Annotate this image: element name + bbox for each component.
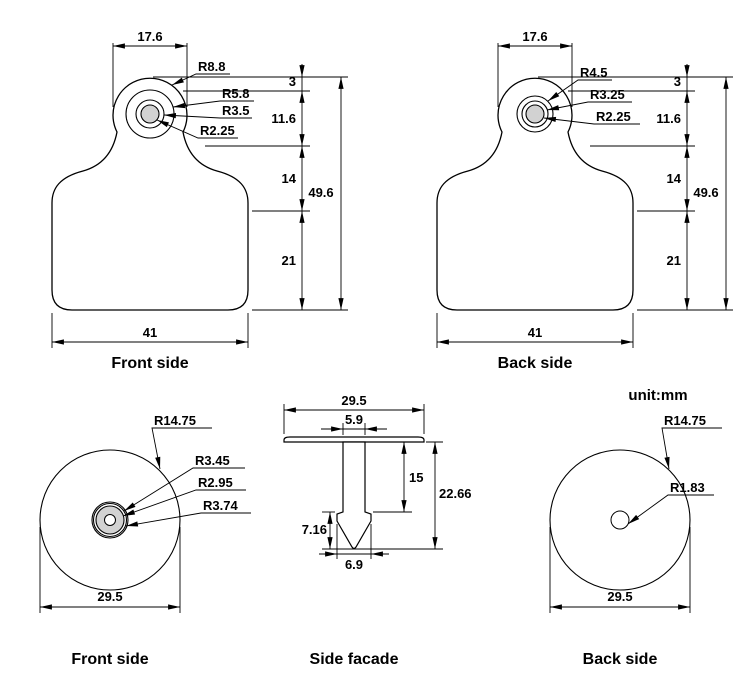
leader-r8-8 — [171, 73, 230, 86]
leader-r2-25 — [543, 116, 640, 125]
back-button-center-hole — [610, 510, 630, 530]
dim-label-seg-3: 3 — [289, 74, 296, 89]
radius-label-r2-25: R2.25 — [200, 123, 235, 138]
leader-r4-5 — [547, 79, 612, 102]
dim-label-tip-width: 6.9 — [345, 557, 363, 572]
leader-r2-95 — [122, 489, 246, 517]
dim-label-width: 29.5 — [97, 589, 122, 604]
leader-r3-45 — [123, 467, 245, 512]
front-tag-circle-r2-25 — [140, 104, 160, 124]
dim-label-bottom-width: 41 — [143, 325, 157, 340]
caption-front-tag: Front side — [111, 355, 188, 372]
radius-label-r8-8: R8.8 — [198, 59, 225, 74]
dim-label-stem-length: 15 — [409, 470, 423, 485]
caption-front-button: Front side — [71, 651, 148, 668]
back-tag-circle-r3-25 — [521, 100, 549, 128]
dim-label-total-height: 49.6 — [693, 185, 718, 200]
caption-back-tag: Back side — [498, 355, 573, 372]
pin-cap-outline — [283, 436, 425, 443]
back-tag-circle-r4-5 — [516, 95, 554, 133]
radius-label-r1-83: R1.83 — [670, 480, 705, 495]
radius-label-r3-45: R3.45 — [195, 453, 230, 468]
figure-back-tag: 17.6 3 11.6 14 21 49.6 41 R4.5 R3.25 R2.… — [436, 29, 733, 372]
dim-label-seg-116: 11.6 — [656, 111, 681, 126]
pin-stem-outline — [336, 441, 372, 550]
back-button-outer-circle — [549, 449, 691, 591]
radius-label-r2-25: R2.25 — [596, 109, 631, 124]
dim-label-seg-21: 21 — [667, 253, 681, 268]
leader-r3-25 — [546, 101, 632, 111]
radius-label-r3-25: R3.25 — [590, 87, 625, 102]
dim-label-width: 29.5 — [607, 589, 632, 604]
leader-r1-83 — [627, 494, 714, 525]
radius-label-r3-5: R3.5 — [222, 103, 249, 118]
back-tag-circle-r2-25 — [525, 104, 545, 124]
leader-r3-74 — [125, 512, 251, 527]
leader-r3-5 — [163, 113, 252, 119]
leader-r5-8 — [172, 100, 254, 109]
dim-label-total-height: 22.66 — [439, 486, 472, 501]
radius-label-r14-75: R14.75 — [154, 413, 196, 428]
dim-label-bottom-width: 41 — [528, 325, 542, 340]
dim-label-tip-length: 7.16 — [302, 522, 327, 537]
front-button-center-hole — [104, 514, 116, 526]
caption-side-facade: Side facade — [310, 651, 399, 668]
front-button-circle-r3-45 — [92, 502, 128, 538]
radius-label-r14-75: R14.75 — [664, 413, 706, 428]
leader-r14-75 — [151, 427, 212, 470]
dim-label-seg-116: 11.6 — [271, 111, 296, 126]
radius-label-r3-74: R3.74 — [203, 498, 238, 513]
figure-front-button: R14.75 R3.45 R2.95 R3.74 29.5 Front side — [39, 413, 251, 668]
radius-label-r2-95: R2.95 — [198, 475, 233, 490]
radius-label-r5-8: R5.8 — [222, 86, 249, 101]
dim-label-seg-21: 21 — [282, 253, 296, 268]
dim-label-top-width: 17.6 — [522, 29, 547, 44]
front-tag-outline — [51, 77, 249, 311]
figure-front-tag: 17.6 3 11.6 14 21 49.6 41 R8.8 R5.8 R3.5… — [51, 29, 348, 372]
dim-label-top-width: 17.6 — [137, 29, 162, 44]
dim-label-cap-width: 29.5 — [341, 393, 366, 408]
figure-back-button: R14.75 R1.83 29.5 Back side — [549, 413, 722, 668]
caption-back-button: Back side — [583, 651, 658, 668]
figure-side-facade: 29.5 5.9 15 22.66 7.16 6.9 Side facade — [283, 393, 472, 668]
dim-label-seg-14: 14 — [667, 171, 682, 186]
dim-label-seg-3: 3 — [674, 74, 681, 89]
front-button-circle-r3-74 — [91, 501, 129, 539]
radius-label-r4-5: R4.5 — [580, 65, 607, 80]
leader-r2-25 — [156, 119, 238, 139]
dim-label-stem-width: 5.9 — [345, 412, 363, 427]
leader-r14-75 — [661, 427, 722, 470]
dim-label-total-height: 49.6 — [308, 185, 333, 200]
dim-label-seg-14: 14 — [282, 171, 297, 186]
back-tag-outline — [436, 77, 634, 311]
unit-label: unit:mm — [628, 387, 687, 404]
